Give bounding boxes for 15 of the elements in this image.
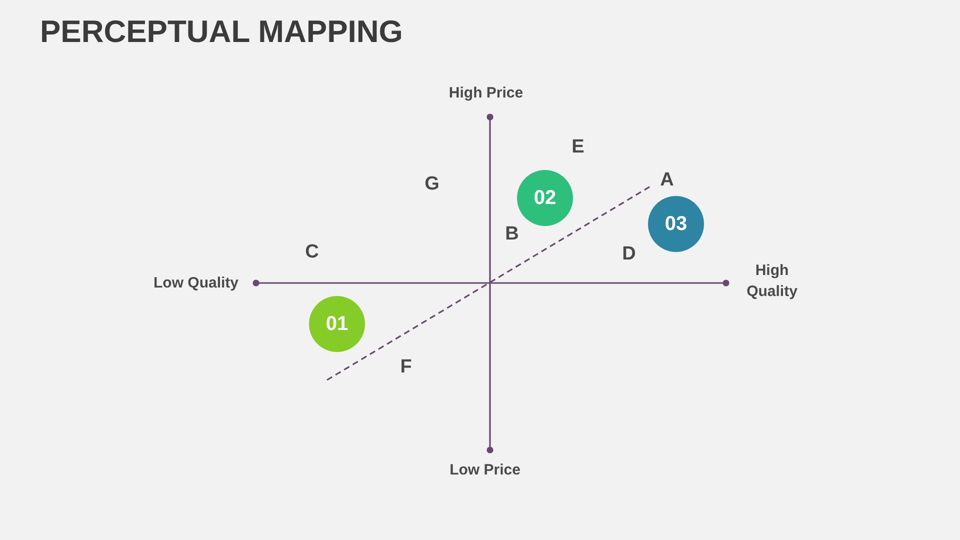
point-letter: B	[505, 222, 519, 247]
point-letter: C	[305, 240, 319, 265]
axis-label: Low Price	[450, 460, 520, 480]
number-circle: 01	[309, 296, 365, 352]
axis-label: Low Quality	[154, 274, 238, 294]
title: PERCEPTUAL MAPPING	[40, 14, 403, 50]
axis-label: High Price	[448, 84, 524, 104]
point-letter: F	[400, 356, 412, 380]
point-letter: E	[572, 136, 584, 160]
point-letter: A	[660, 168, 674, 193]
number-circle: 02	[517, 170, 573, 226]
axis-label: High Quality	[746, 261, 798, 302]
point-letter: D	[622, 242, 636, 267]
point-letter: G	[424, 172, 440, 197]
number-circle: 03	[648, 196, 704, 252]
